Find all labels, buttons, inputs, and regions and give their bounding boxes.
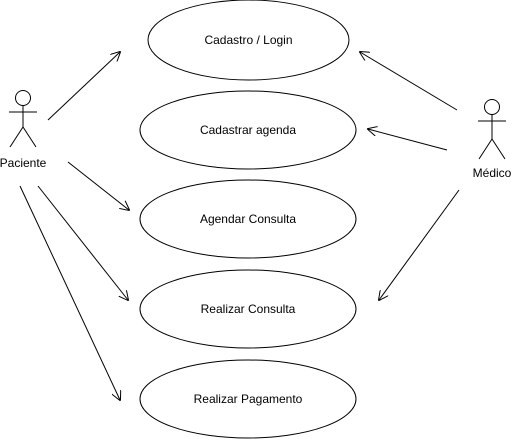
use-case-label: Cadastro / Login bbox=[204, 33, 292, 47]
actor-paciente: Paciente bbox=[0, 90, 47, 170]
use-case-ellipse bbox=[139, 90, 357, 170]
use-case-realizar-consulta: Realizar Consulta bbox=[139, 269, 357, 349]
use-case-label: Realizar Consulta bbox=[201, 302, 296, 316]
association-medico-cadastrar-agenda bbox=[368, 129, 448, 151]
use-case-ellipse bbox=[139, 269, 357, 349]
association-medico-realizar-consulta bbox=[379, 189, 460, 300]
actor-label: Paciente bbox=[0, 156, 47, 170]
actor-label: Médico bbox=[473, 166, 512, 180]
use-case-cadastrar-agenda: Cadastrar agenda bbox=[139, 90, 357, 170]
use-case-label: Realizar Pagamento bbox=[194, 392, 303, 406]
association-paciente-agendar-consulta bbox=[67, 161, 129, 210]
association-medico-cadastro-login bbox=[360, 52, 458, 111]
use-case-ellipse bbox=[147, 0, 350, 81]
association-paciente-realizar-pagamento bbox=[19, 185, 120, 400]
actor-medico: Médico bbox=[473, 99, 512, 180]
associations bbox=[19, 52, 460, 400]
association-paciente-realizar-consulta bbox=[37, 185, 128, 300]
use-case-realizar-pagamento: Realizar Pagamento bbox=[139, 359, 357, 439]
use-case-cadastro-login: Cadastro / Login bbox=[147, 0, 350, 81]
use-case-label: Agendar Consulta bbox=[200, 212, 296, 226]
use-case-label: Cadastrar agenda bbox=[200, 123, 296, 137]
use-case-ellipse bbox=[139, 179, 357, 259]
use-case-ellipse bbox=[139, 359, 357, 439]
association-paciente-cadastro-login bbox=[47, 52, 120, 121]
use-case-agendar-consulta: Agendar Consulta bbox=[139, 179, 357, 259]
stick-figure-icon bbox=[478, 99, 506, 160]
stick-figure-icon bbox=[9, 90, 37, 148]
